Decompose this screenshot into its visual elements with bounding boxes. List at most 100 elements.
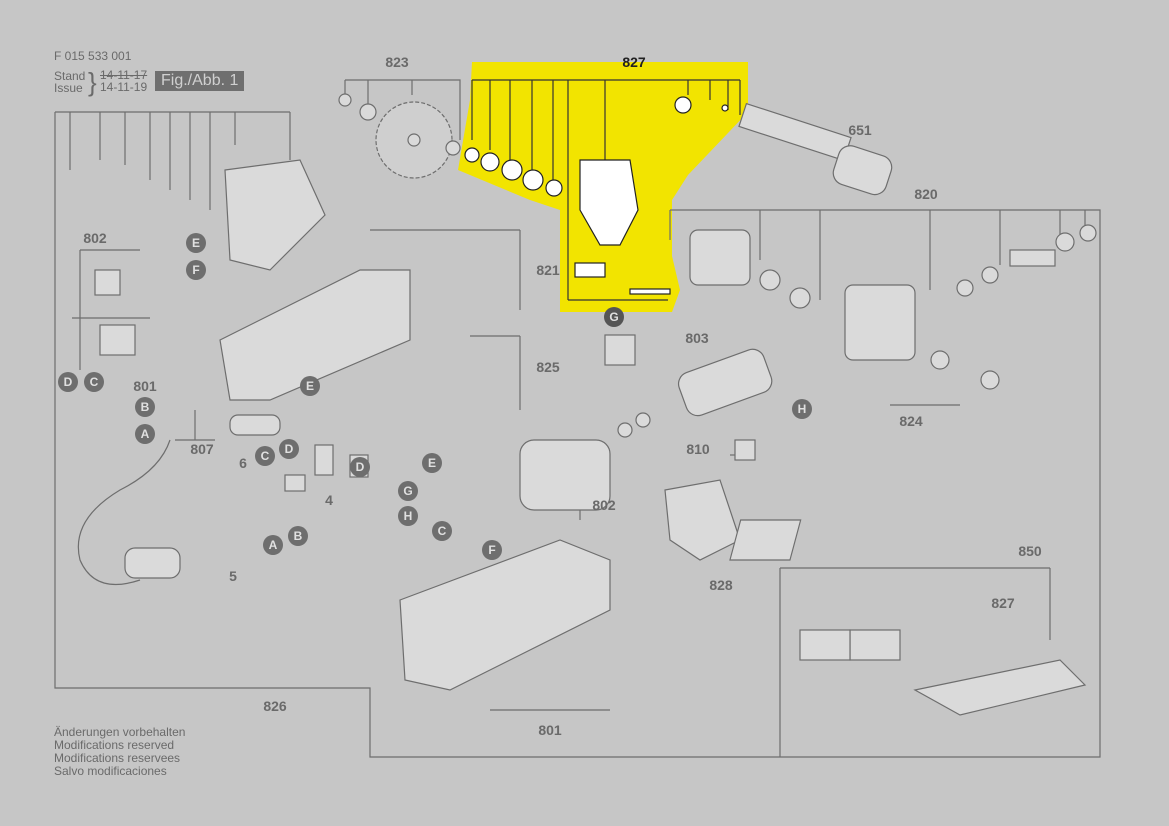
connector-circle <box>792 399 812 419</box>
part-number-label[interactable]: 824 <box>899 413 923 429</box>
connector-marker: F <box>482 540 502 560</box>
connector-circle <box>135 424 155 444</box>
connector-marker: D <box>350 457 370 477</box>
connector-letter: E <box>428 456 436 470</box>
connector-letter: A <box>141 427 150 441</box>
dates: 14-11-17 14-11-19 <box>100 69 147 93</box>
part-number-label[interactable]: 827 <box>991 595 1015 611</box>
connector-marker: E <box>422 453 442 473</box>
connector-circle <box>288 526 308 546</box>
part-number-label[interactable]: 6 <box>239 455 247 471</box>
connector-marker: E <box>300 376 320 396</box>
part-number-label[interactable]: 810 <box>686 441 710 457</box>
connector-letter: C <box>90 375 99 389</box>
connector-letter: G <box>403 484 412 498</box>
housing-801[interactable] <box>399 539 611 691</box>
connector-circle <box>84 372 104 392</box>
connector-circle <box>398 506 418 526</box>
part-number-label[interactable]: 827 <box>622 54 646 70</box>
connector-circle <box>58 372 78 392</box>
connector-letter: C <box>261 449 270 463</box>
part-number-label[interactable]: 802 <box>592 497 616 513</box>
connector-letter: B <box>141 400 150 414</box>
base-plate[interactable] <box>913 659 1087 716</box>
document-number: F 015 533 001 <box>54 49 132 63</box>
part-number-label[interactable]: 801 <box>538 722 562 738</box>
part-number-label[interactable]: 828 <box>709 577 733 593</box>
note-es: Salvo modificaciones <box>54 764 167 778</box>
new-date: 14-11-19 <box>100 80 148 94</box>
connector-circle <box>279 439 299 459</box>
connector-letter: D <box>285 442 294 456</box>
connector-marker: C <box>255 446 275 466</box>
connector-marker: B <box>288 526 308 546</box>
connector-circle <box>186 233 206 253</box>
hose-651[interactable] <box>738 102 852 162</box>
connector-circle <box>300 376 320 396</box>
connector-marker: G <box>398 481 418 501</box>
connector-circle <box>398 481 418 501</box>
connector-circle <box>604 307 624 327</box>
connector-marker: H <box>792 399 812 419</box>
connector-circle <box>422 453 442 473</box>
motor-housing-821[interactable] <box>219 269 411 401</box>
old-date: 14-11-17 <box>100 68 148 82</box>
note-fr: Modifications reservees <box>54 751 181 765</box>
part-number-label[interactable]: 820 <box>914 186 938 202</box>
connector-marker: H <box>398 506 418 526</box>
connector-marker: F <box>186 260 206 280</box>
part-number-label[interactable]: 850 <box>1018 543 1042 559</box>
connector-circle <box>135 397 155 417</box>
stand-label: Stand <box>54 69 86 83</box>
figure-label: Fig./Abb. 1 <box>155 71 245 91</box>
leader-lines <box>54 79 1101 758</box>
part-number-label[interactable]: 803 <box>685 330 709 346</box>
part-number-label[interactable]: 826 <box>263 698 287 714</box>
connector-letter: C <box>438 524 447 538</box>
modification-notes: Änderungen vorbehalten Modifications res… <box>54 726 185 778</box>
connector-letter: E <box>192 236 200 250</box>
connector-marker: E <box>186 233 206 253</box>
connector-marker: B <box>135 397 155 417</box>
part-number-label[interactable]: 801 <box>133 378 157 394</box>
connector-letter: H <box>798 402 807 416</box>
connector-letter: F <box>488 543 495 557</box>
note-de: Änderungen vorbehalten <box>54 725 186 739</box>
connector-letter: F <box>192 263 199 277</box>
brace: } <box>88 67 97 97</box>
connector-marker: A <box>135 424 155 444</box>
part-number-label[interactable]: 823 <box>385 54 409 70</box>
connector-letter: D <box>64 375 73 389</box>
part-number-label[interactable]: 807 <box>190 441 214 457</box>
part-number-label[interactable]: 821 <box>536 262 560 278</box>
part-number-label[interactable]: 4 <box>325 492 333 508</box>
part-827-group[interactable] <box>464 96 729 295</box>
connector-marker: D <box>58 372 78 392</box>
connector-circle <box>263 535 283 555</box>
connector-marker: C <box>84 372 104 392</box>
connector-circle <box>432 521 452 541</box>
connector-marker: C <box>432 521 452 541</box>
gear-housing[interactable] <box>689 229 751 286</box>
connector-circle <box>186 260 206 280</box>
connector-letter: E <box>306 379 314 393</box>
stator[interactable] <box>519 439 611 511</box>
connector-letter: D <box>356 460 365 474</box>
part-number-label[interactable]: 651 <box>848 122 872 138</box>
connector-letter: G <box>609 310 618 324</box>
part-number-label[interactable]: 802 <box>83 230 107 246</box>
connector-circle <box>482 540 502 560</box>
connector-letter: A <box>269 538 278 552</box>
parts <box>77 93 1097 716</box>
connector-marker: D <box>279 439 299 459</box>
part-number-label[interactable]: 5 <box>229 568 237 584</box>
stand-issue-labels: Stand Issue <box>54 70 85 94</box>
armature-803[interactable] <box>675 346 775 419</box>
connector-letter: B <box>294 529 303 543</box>
connector-marker: A <box>263 535 283 555</box>
connector-letter: H <box>404 509 413 523</box>
connector-circle <box>255 446 275 466</box>
issue-label: Issue <box>54 81 83 95</box>
part-number-label[interactable]: 825 <box>536 359 560 375</box>
